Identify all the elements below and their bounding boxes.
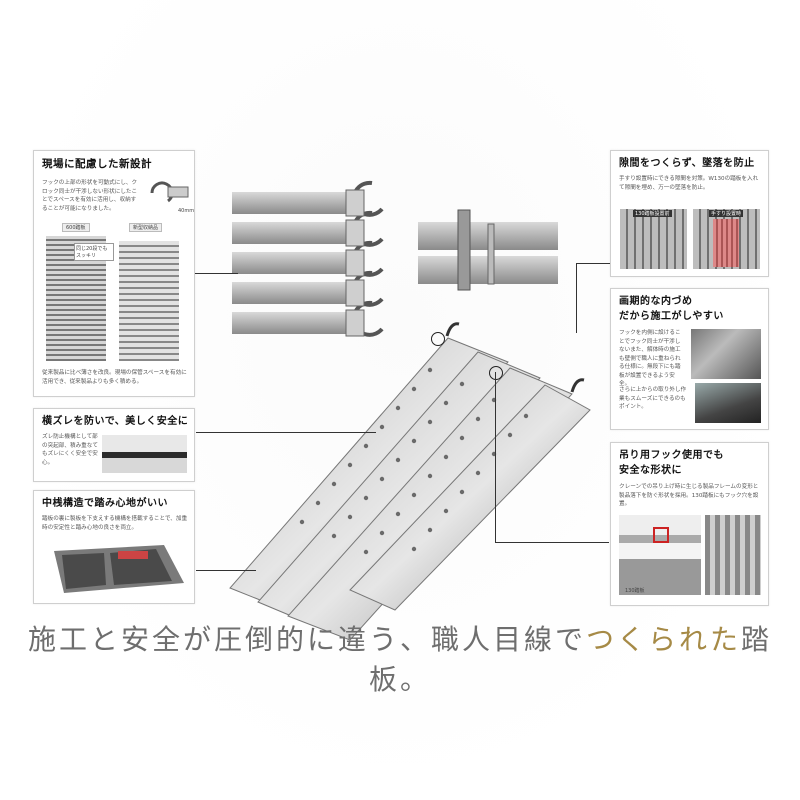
gap-label-after: 手すり設置時 [709,210,744,217]
card-slip: 横ズレを防いで、美しく安全に ズレ防止機構として部の突起部、積み重なてもズレにく… [33,408,195,482]
stack-label-old: 600踏板 [62,223,90,232]
card-hook-title-2: だから施工がしやすい [619,311,724,322]
gap-photo-before [620,209,687,269]
stack-label-new: 新型収納品 [129,223,163,232]
leader-line-lift-v [495,372,496,542]
card-beam-title: 中桟構造で踏み心地がいい [42,498,168,509]
hook-detail-image [150,181,189,203]
leader-line-gap-h [576,263,610,264]
card-lift-body: クレーンでの吊り上げ時に生じる製品フレームの変形と製品落下を防ぐ形状を採用。13… [619,484,759,507]
lift-photo-label: 130踏板 [625,588,645,594]
card-lift-title-2: 安全な形状に [619,465,682,476]
card-slip-body: ズレ防止機構として部の突起部、積み重なてもズレにくく安全で安心。 [42,434,98,466]
card-beam-body: 踏板の裏に製板を下支えする機構を搭載することで、加重時の安定性と踏み心地の良さを… [42,516,188,531]
card-beam: 中桟構造で踏み心地がいい 踏板の裏に製板を下支えする機構を搭載することで、加重時… [33,490,195,604]
card-design: 現場に配慮した新設計 フックの上部の形状を可動式にし、クロック同士が干渉しない形… [33,150,195,397]
perforated-decks [229,322,591,641]
card-gap-title: 隙間をつくらず、墜落を防止 [619,158,755,169]
callout-circle-2 [489,366,503,380]
card-hook-title-1: 画期的な内づめ [619,296,693,307]
card-hook: 画期的な内づめ だから施工がしやすい フックを内側に設けることでフック同士が干渉… [610,288,769,430]
card-gap-body: 手すり設置時にできる隙間を対策。W130の踏板を入れて隙間を埋め、万一の墜落を防… [619,176,759,191]
stack-callout: 同じ20段でも スッキリ [74,243,114,261]
leader-line-lift-h [495,542,609,543]
lift-photo-right [705,515,761,595]
beam-photo [54,545,184,593]
card-lift: 吊り用フック使用でも 安全な形状に クレーンでの吊り上げ時に生じる製品フレームの… [610,442,769,606]
slip-photo [102,435,187,473]
hook-photo-bottom [695,383,761,423]
card-hook-body-1: フックを内側に設けることでフック同士が干渉しないまた、解体時の施工も壁側で職人に… [619,330,681,387]
card-slip-title: 横ズレを防いで、美しく安全に [42,416,189,427]
hook-dimension-label: 40mm [178,208,195,214]
lift-hook-highlight [653,527,669,543]
card-gap: 隙間をつくらず、墜落を防止 手すり設置時にできる隙間を対策。W130の踏板を入れ… [610,150,769,277]
leader-line-gap-v [576,263,577,333]
tagline-part-1: 施工と安全が圧倒的に違う、職人目線で [27,623,586,656]
card-hook-body-2: さらに上からの取り外し作業もスムーズにできるのもポイント。 [619,387,687,410]
gap-label-before: 130踏板設置前 [633,210,672,217]
gap-photo-after [693,209,760,269]
tagline: 施工と安全が圧倒的に違う、職人目線でつくられた踏板。 [0,618,800,698]
tagline-part-2: つくられた [585,623,741,656]
card-design-title: 現場に配慮した新設計 [42,158,152,170]
card-lift-title-1: 吊り用フック使用でも [619,450,724,461]
hook-photo-top [691,329,761,379]
card-design-body: フックの上部の形状を可動式にし、クロック同士が干渉しない形状にしたことでスペース… [42,180,138,212]
stacked-boards [232,180,384,337]
callout-circle-1 [431,332,445,346]
leader-line-slip [196,432,376,433]
leader-line-beam [196,570,256,571]
tagline-part-3: 踏板。 [368,623,773,696]
card-design-footer: 従来製品に比べ薄さを改良。現場の保管スペースを有効に活用でき、従来製品よりも多く… [42,370,187,385]
joined-boards [418,209,558,291]
leader-line-design [193,273,238,274]
stack-new-image [119,241,179,361]
